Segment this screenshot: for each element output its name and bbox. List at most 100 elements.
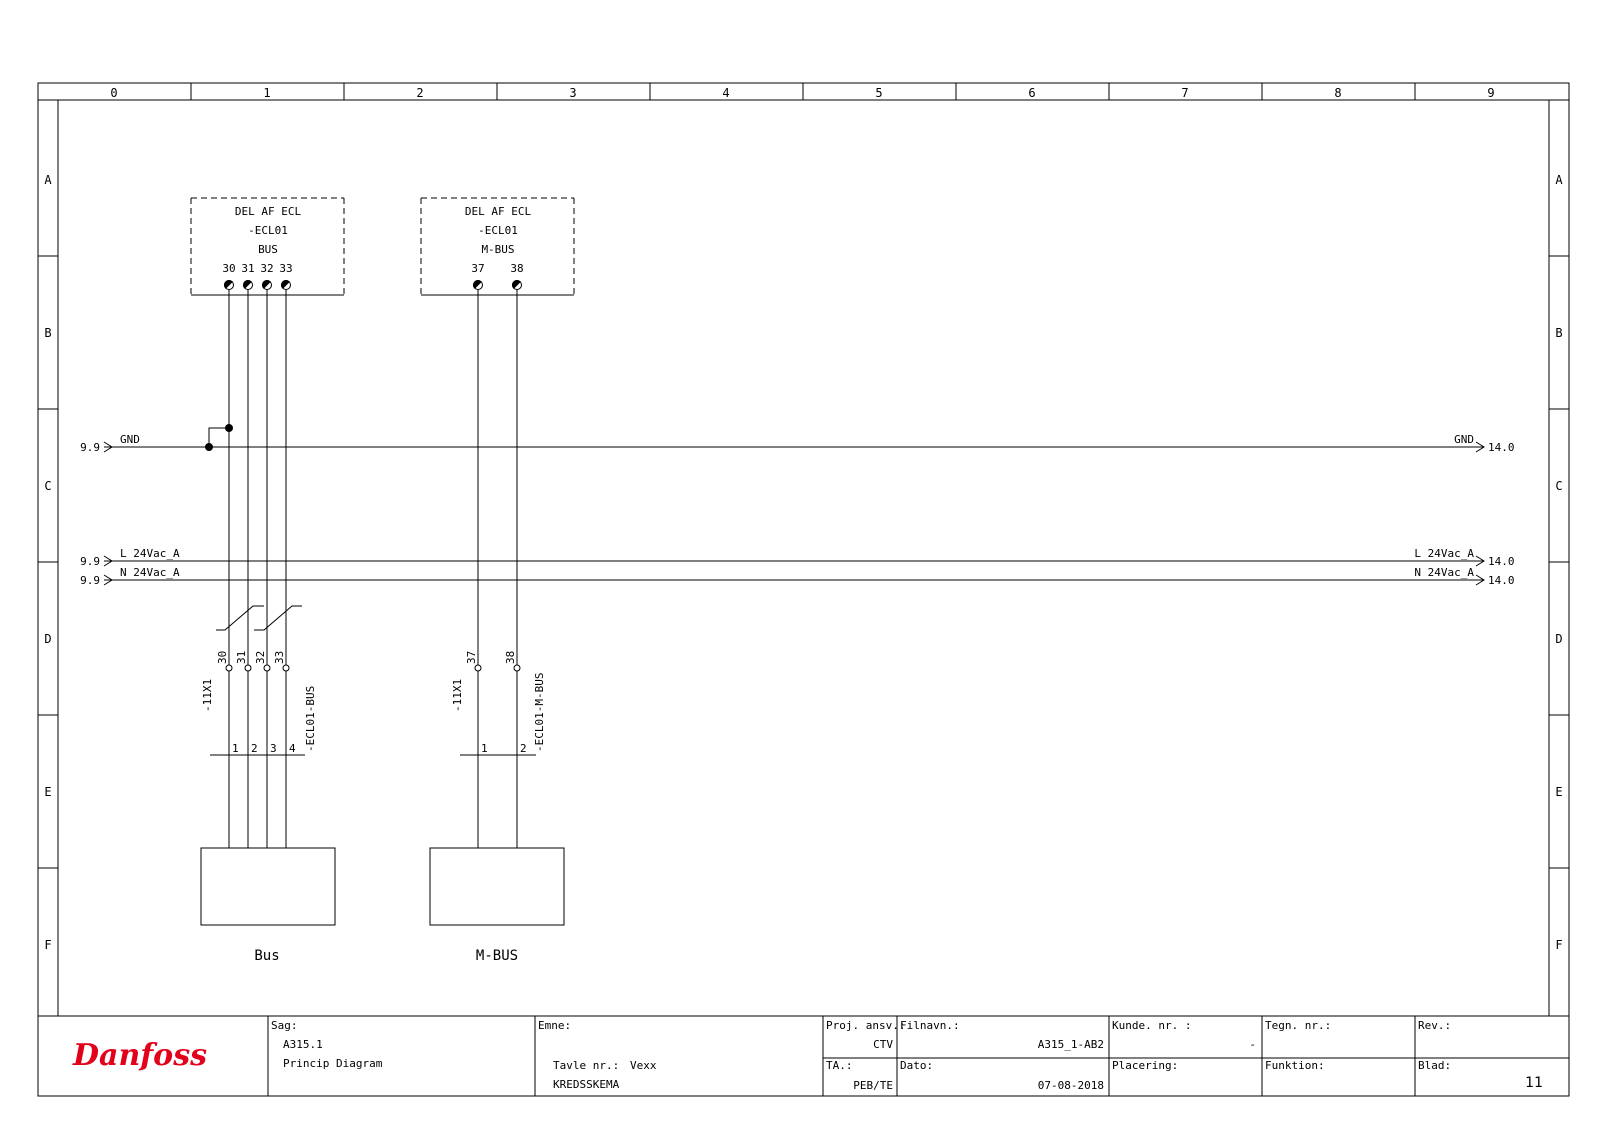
- module-function: BUS: [258, 243, 278, 256]
- device-label: M-BUS: [476, 948, 518, 964]
- column-label: 3: [569, 86, 576, 100]
- module-ecl01-bus: DEL AF ECL -ECL01 BUS 30 31 32 33: [191, 198, 344, 295]
- terminal-number: 30: [222, 262, 235, 275]
- row-label: A: [44, 173, 52, 187]
- rail-left-ref: 9.9: [80, 441, 100, 454]
- mbus-wires: [478, 290, 517, 848]
- dato-label: Dato:: [900, 1059, 933, 1072]
- cable-core: 2: [251, 742, 258, 755]
- row-label: A: [1555, 173, 1563, 187]
- cable-name: -ECL01-BUS: [304, 686, 317, 752]
- rail-n-24vac: [104, 575, 1484, 585]
- rail-l-24vac: [104, 556, 1484, 566]
- rail-right-ref: 14.0: [1488, 441, 1515, 454]
- filnavn-value: A315_1-AB2: [1038, 1038, 1104, 1051]
- sag-label: Sag:: [271, 1019, 298, 1032]
- sag-description: Princip Diagram: [283, 1057, 383, 1070]
- cable-core: 1: [481, 742, 488, 755]
- terminal-symbols: [224, 280, 291, 290]
- row-label: F: [44, 938, 51, 952]
- column-label: 0: [110, 86, 117, 100]
- title-block: [268, 1016, 1569, 1096]
- strip-terminal: 33: [273, 651, 286, 664]
- emne-label: Emne:: [538, 1019, 571, 1032]
- module-ecl01-mbus: DEL AF ECL -ECL01 M-BUS 37 38: [421, 198, 574, 295]
- tavle-label: Tavle nr.:: [553, 1059, 619, 1072]
- rail-right-ref: 14.0: [1488, 555, 1515, 568]
- cable-core: 1: [232, 742, 239, 755]
- rev-label: Rev.:: [1418, 1019, 1451, 1032]
- terminal-number: 31: [241, 262, 254, 275]
- sag-value: A315.1: [283, 1038, 323, 1051]
- kunde-value: -: [1249, 1038, 1256, 1051]
- danfoss-logo: Danfoss: [72, 1038, 207, 1073]
- terminal-symbols: [473, 280, 522, 290]
- device-label: Bus: [254, 948, 279, 964]
- module-tag: -ECL01: [248, 224, 288, 237]
- ta-label: TA.:: [826, 1059, 853, 1072]
- module-tag: -ECL01: [478, 224, 518, 237]
- rail-label: GND: [1454, 433, 1474, 446]
- row-label: D: [44, 632, 51, 646]
- cable-name: -ECL01-M-BUS: [533, 673, 546, 752]
- emne-value: KREDSSKEMA: [553, 1078, 620, 1091]
- module-title: DEL AF ECL: [235, 205, 302, 218]
- drawing-area: [58, 100, 1549, 1016]
- row-label: F: [1555, 938, 1562, 952]
- row-label: D: [1555, 632, 1562, 646]
- strip-terminal: 30: [216, 651, 229, 664]
- blad-value: 11: [1525, 1075, 1543, 1091]
- row-label: C: [44, 479, 51, 493]
- bus-wires: [229, 290, 286, 848]
- strip-terminal: 31: [235, 651, 248, 664]
- dato-value: 07-08-2018: [1038, 1079, 1104, 1092]
- column-label: 7: [1181, 86, 1188, 100]
- column-dividers: [191, 83, 1415, 100]
- rail-label: L 24Vac_A: [1414, 547, 1474, 560]
- row-label: C: [1555, 479, 1562, 493]
- column-label: 2: [416, 86, 423, 100]
- rail-label: N 24Vac_A: [120, 566, 180, 579]
- column-label: 8: [1334, 86, 1341, 100]
- cable-core: 4: [289, 742, 296, 755]
- row-label: E: [44, 785, 51, 799]
- module-title: DEL AF ECL: [465, 205, 532, 218]
- rail-label: GND: [120, 433, 140, 446]
- terminal-strip-name: -11X1: [201, 679, 214, 712]
- row-label: B: [44, 326, 51, 340]
- terminal-strip-points: [225, 664, 521, 672]
- terminal-number: 37: [471, 262, 484, 275]
- cable-core: 2: [520, 742, 527, 755]
- terminal-number: 32: [260, 262, 273, 275]
- proj-label: Proj. ansv.:: [826, 1019, 905, 1032]
- twisted-pair-marks: [216, 606, 302, 630]
- tegn-label: Tegn. nr.:: [1265, 1019, 1331, 1032]
- device-mbus-box: [430, 848, 564, 925]
- row-dividers: [38, 256, 1569, 868]
- row-label: E: [1555, 785, 1562, 799]
- rail-left-ref: 9.9: [80, 555, 100, 568]
- filnavn-label: Filnavn.:: [900, 1019, 960, 1032]
- rail-left-ref: 9.9: [80, 574, 100, 587]
- strip-terminal: 38: [504, 651, 517, 664]
- blad-label: Blad:: [1418, 1059, 1451, 1072]
- column-label: 5: [875, 86, 882, 100]
- strip-terminal: 37: [465, 651, 478, 664]
- funktion-label: Funktion:: [1265, 1059, 1325, 1072]
- proj-value: CTV: [873, 1038, 893, 1051]
- column-label: 9: [1487, 86, 1494, 100]
- rail-label: N 24Vac_A: [1414, 566, 1474, 579]
- device-bus-box: [201, 848, 335, 925]
- rail-gnd: [104, 424, 1484, 453]
- placering-label: Placering:: [1112, 1059, 1178, 1072]
- module-function: M-BUS: [481, 243, 514, 256]
- rail-right-ref: 14.0: [1488, 574, 1515, 587]
- terminal-number: 38: [510, 262, 523, 275]
- column-label: 1: [263, 86, 270, 100]
- column-label: 4: [722, 86, 729, 100]
- strip-terminal: 32: [254, 651, 267, 664]
- terminal-number: 33: [279, 262, 292, 275]
- cable-core: 3: [270, 742, 277, 755]
- kunde-label: Kunde. nr. :: [1112, 1019, 1191, 1032]
